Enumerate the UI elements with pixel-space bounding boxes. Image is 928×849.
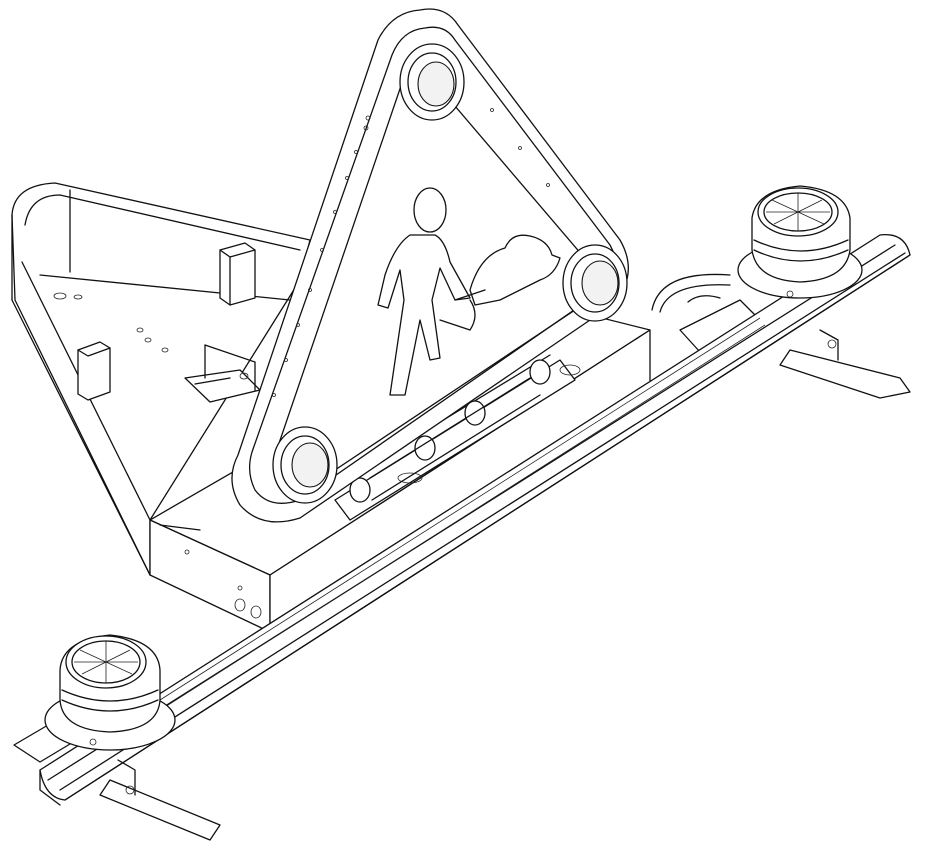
beacon-right: [737, 185, 863, 299]
corner-lamp-top: [399, 43, 465, 121]
road-works-sign: [231, 8, 629, 523]
triangular-housing: [11, 182, 311, 576]
mounting-foot-right: [779, 329, 911, 399]
worker-pictogram: [377, 187, 561, 396]
light-bar: [39, 234, 911, 806]
corner-lamp-right: [562, 244, 628, 322]
beacon-left: [44, 634, 176, 751]
corner-lamp-left: [272, 426, 338, 504]
